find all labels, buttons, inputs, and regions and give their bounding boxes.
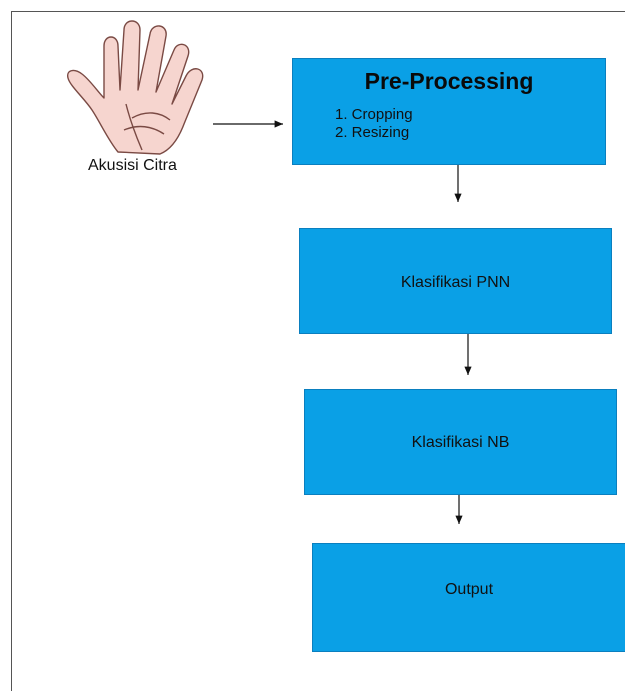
hand-icon bbox=[67, 20, 204, 155]
nb-classification-box: Klasifikasi NB bbox=[304, 389, 617, 495]
preprocessing-steps: 1. Cropping 2. Resizing bbox=[335, 106, 413, 142]
preprocessing-title: Pre-Processing bbox=[364, 68, 534, 94]
diagram-frame bbox=[11, 11, 625, 691]
acquisition-label: Akusisi Citra bbox=[88, 157, 177, 174]
preprocessing-step: 1. Cropping bbox=[335, 106, 413, 123]
output-label: Output bbox=[444, 581, 494, 598]
preprocessing-box: Pre-Processing 1. Cropping 2. Resizing bbox=[292, 58, 606, 165]
pnn-classification-box: Klasifikasi PNN bbox=[299, 228, 612, 334]
preprocessing-step: 2. Resizing bbox=[335, 124, 410, 141]
output-box: Output bbox=[312, 543, 625, 652]
pnn-classification-label: Klasifikasi PNN bbox=[400, 274, 511, 291]
nb-classification-label: Klasifikasi NB bbox=[411, 434, 510, 451]
